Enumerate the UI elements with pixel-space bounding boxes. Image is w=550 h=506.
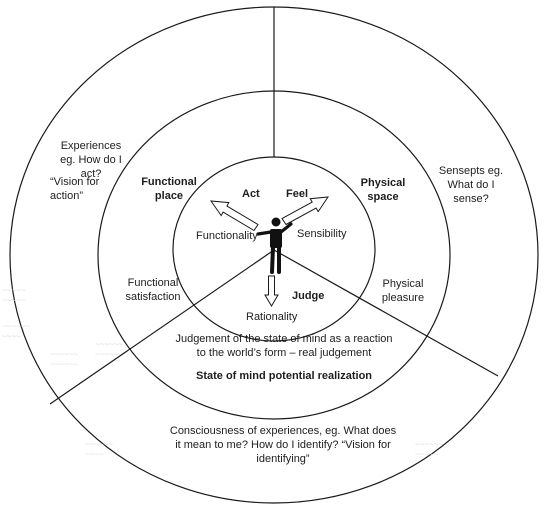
functional-place-label: Functional place [141, 176, 197, 202]
faint-text: ~~~~~~~~~~~ [415, 440, 444, 459]
state-of-mind-label: State of mind potential realization [196, 370, 373, 382]
arrow-down-icon [264, 275, 279, 307]
functional-satisfaction-label: Functional satisfaction [125, 277, 181, 303]
feel-label: Feel [286, 188, 309, 200]
sensibility-label: Sensibility [297, 228, 347, 240]
sensepts-label: Sensepts eg. What do I sense? [438, 165, 504, 205]
divider-lower-left [49, 249, 275, 405]
faint-text: ~~~~~~~~~~ [2, 322, 31, 341]
arrow-up-left-icon [209, 200, 259, 232]
physical-space-label: Physical space [360, 177, 406, 203]
physical-pleasure-label: Physical pleasure [381, 278, 425, 304]
person-icon [256, 217, 293, 274]
arrow-up-right-icon [281, 196, 330, 226]
rationality-label: Rationality [246, 311, 298, 323]
faint-text: ~~~~~~~~~~~~ [50, 350, 79, 369]
vision-for-action-label: “Vision for action” [50, 176, 100, 202]
divider-lower-right [273, 249, 499, 377]
judge-label: Judge [292, 290, 325, 302]
experiences-label: Experiences eg. How do I act? [60, 140, 122, 180]
functionality-label: Functionality [196, 230, 258, 242]
faint-text: ~~~~~~~~~~ [2, 286, 26, 305]
faint-text: ~~~~~~~~~~ [85, 440, 114, 459]
consciousness-label: Consciousness of experiences, eg. What d… [169, 425, 397, 465]
judgement-label: Judgement of the state of mind as a reac… [175, 333, 393, 359]
act-label: Act [242, 188, 260, 200]
faint-text: ~~~~~~~~~~~ [95, 340, 124, 359]
